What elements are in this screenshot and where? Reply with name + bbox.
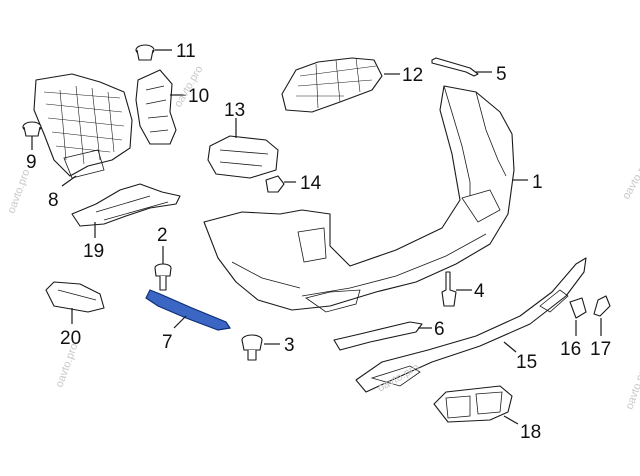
- part-8-panel: [33, 73, 133, 179]
- callout-19: 19: [83, 241, 104, 262]
- watermark: oavto.pro: [6, 168, 33, 215]
- callout-15: 15: [516, 352, 537, 373]
- part-16-small-bracket: [569, 297, 587, 319]
- part-19-bracket: [71, 183, 181, 227]
- part-7-highlighted-reflector: [145, 289, 232, 331]
- callout-7: 7: [162, 332, 173, 353]
- callout-8: 8: [48, 190, 59, 211]
- part-14-sensor: [265, 175, 285, 193]
- part-20-cover: [45, 281, 105, 313]
- callout-3: 3: [284, 335, 295, 356]
- callout-6: 6: [434, 319, 445, 340]
- callout-10: 10: [188, 86, 209, 107]
- callout-1: 1: [532, 172, 543, 193]
- callout-13: 13: [224, 100, 245, 121]
- watermark: oavto.pro: [624, 364, 640, 411]
- leader-lines: [31, 49, 602, 425]
- part-11-clip: [135, 44, 155, 61]
- callout-11: 11: [176, 41, 196, 62]
- callout-16: 16: [560, 339, 581, 360]
- part-12-deflector: [281, 57, 383, 113]
- part-6-trim: [333, 321, 423, 351]
- callout-18: 18: [520, 422, 541, 443]
- callout-2: 2: [157, 225, 168, 246]
- callout-4: 4: [474, 281, 485, 302]
- part-15-diffuser: [355, 257, 587, 393]
- part-3-bolt: [241, 334, 263, 361]
- part-1-bumper-cover: [203, 85, 515, 313]
- part-17-small-clip: [593, 295, 611, 317]
- part-5-strip: [431, 57, 479, 77]
- part-9-clip: [22, 121, 42, 137]
- part-13-bracket: [207, 135, 279, 179]
- part-2-screw: [154, 263, 172, 291]
- callout-20: 20: [60, 328, 81, 349]
- part-18-exhaust-tip: [433, 385, 513, 423]
- callout-5: 5: [496, 64, 507, 85]
- part-4-pin: [441, 271, 457, 307]
- callout-9: 9: [26, 152, 37, 173]
- callout-14: 14: [300, 173, 322, 194]
- callout-17: 17: [590, 339, 611, 360]
- watermark: oavto.pro: [620, 156, 640, 202]
- watermark: oavto.pro: [54, 342, 81, 389]
- part-10-bracket: [135, 69, 177, 145]
- callout-12: 12: [402, 65, 423, 86]
